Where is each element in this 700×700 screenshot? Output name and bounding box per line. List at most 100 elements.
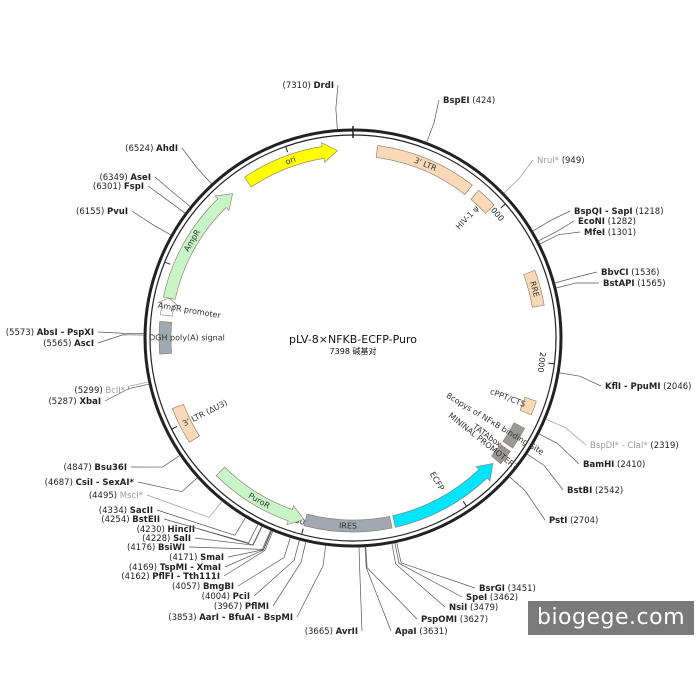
site-label: (4495) MscI* [89,491,143,501]
site-leader-line [396,542,476,589]
site-leader-line [181,147,212,185]
site-position: (3631) [417,627,448,637]
site-label: (4057) BmgBI [172,582,234,592]
site-position: (1301) [605,228,636,238]
site-label: NruI* (949) [537,156,585,166]
site-leader-line [545,418,587,446]
site-leader-line [539,231,581,245]
site-leader-line [130,454,181,468]
feature-label-cppt: cPPT/CTS [489,387,527,409]
site-enzyme-name: Bsu36I [94,463,127,473]
site-leader-line [104,383,150,402]
site-enzyme-name: DrdI [314,81,335,91]
site-position: (2704) [567,516,598,526]
feature-ori [244,141,338,188]
site-enzyme-name: KflI - PpuMI [605,382,660,392]
feature-label-rre: RRE [528,280,541,298]
site-enzyme-name: PspOMI [421,615,457,625]
site-label: BsrGI (3451) [479,584,536,594]
site-enzyme-name: SalI [173,534,191,544]
site-enzyme-name: BspQI - SapI [574,207,633,217]
site-label: KflI - PpuMI (2046) [605,382,691,392]
site-leader-line [555,282,600,289]
site-enzyme-name: CsiI - SexAI* [76,478,135,488]
site-enzyme-name: SmaI [200,553,224,563]
site-leader-line [97,331,145,335]
site-leader-line [253,539,300,597]
site-position: (4254) [101,515,132,525]
site-label: (4176) BsiWI [127,543,185,553]
site-leader-line [156,509,246,536]
site-enzyme-name: BamHI [583,460,614,470]
site-position: (5565) [43,339,74,349]
site-leader-line [296,545,327,618]
site-position: (1218) [633,207,664,217]
feature-tatabox [499,444,511,454]
site-label: (7310) DrdI [283,81,334,91]
feature-label-amprprom: AmpR promoter [157,301,222,321]
site-position: (3967) [214,602,245,612]
site-position: (6349) [99,173,130,183]
site-enzyme-name: AarI - BfuAI - BspMI [199,613,293,623]
site-label: (4228) SalI [142,534,191,544]
feature-cppt [519,396,537,416]
site-position: (3462) [487,593,518,603]
plasmid-length: 7398 碱基对 [330,346,377,356]
site-enzyme-name: BmgBI [203,582,234,592]
site-label: (5565) AscI [43,339,94,349]
site-enzyme-name: PvuI [107,207,128,217]
site-leader-line [131,210,172,236]
site-enzyme-name: BsiWI [158,543,185,553]
site-label: (5287) XbaI [48,397,101,407]
site-label: ApaI (3631) [395,627,448,637]
site-enzyme-name: BstEII [132,515,160,525]
site-leader-line [364,546,392,632]
site-leader-line [365,546,418,620]
site-enzyme-name: AseI [130,173,151,183]
site-enzyme-name: NsiI [449,603,467,613]
feature-minpromoter [491,445,510,465]
site-label: BamHI (2410) [583,460,645,470]
site-leader-line [188,529,271,550]
site-enzyme-name: MscI* [120,491,143,501]
site-position: (5573) [6,328,37,338]
site-leader-line [426,99,440,143]
site-position: (3479) [467,603,498,613]
scale-tick [301,528,304,535]
scale-tick-label: 2000 [536,352,548,373]
feature-dgh [158,320,173,355]
site-enzyme-name: PciI [233,592,250,602]
scale-tick [164,261,171,265]
site-enzyme-name: SpeI [466,593,487,603]
site-label: (5573) AbsI - PspXI [6,328,94,338]
site-enzyme-name: EcoNI [578,217,605,227]
site-label: (4687) CsiI - SexAI* [45,478,135,488]
site-label: EcoNI (1282) [578,217,636,227]
site-enzyme-name: TspMI - XmaI [160,563,221,573]
scale-tick [462,501,467,507]
feature-ltr3d [171,403,200,443]
site-enzyme-name: NruI* [537,156,559,166]
site-leader-line [532,210,571,232]
site-position: (5287) [48,397,79,407]
site-label: (4334) SacII [99,506,153,516]
site-label: (3665) AvrII [305,627,358,637]
site-leader-line [154,176,191,207]
site-position: (1565) [635,279,666,289]
site-enzyme-name: AvrII [336,627,358,637]
site-position: (4334) [99,506,130,516]
site-position: (4847) [63,463,94,473]
site-position: (4004) [202,592,233,602]
site-label: (6349) AseI [99,173,151,183]
site-label: BspQI - SapI (1218) [574,207,664,217]
site-leader-line [394,542,463,598]
site-position: (2319) [648,441,679,451]
site-position: (3627) [457,615,488,625]
site-leader-line [391,543,446,608]
site-label: BstBI (2542) [567,486,623,496]
site-enzyme-name: MfeI [584,228,605,238]
site-position: (7310) [283,81,314,91]
site-position: (3665) [305,627,336,637]
